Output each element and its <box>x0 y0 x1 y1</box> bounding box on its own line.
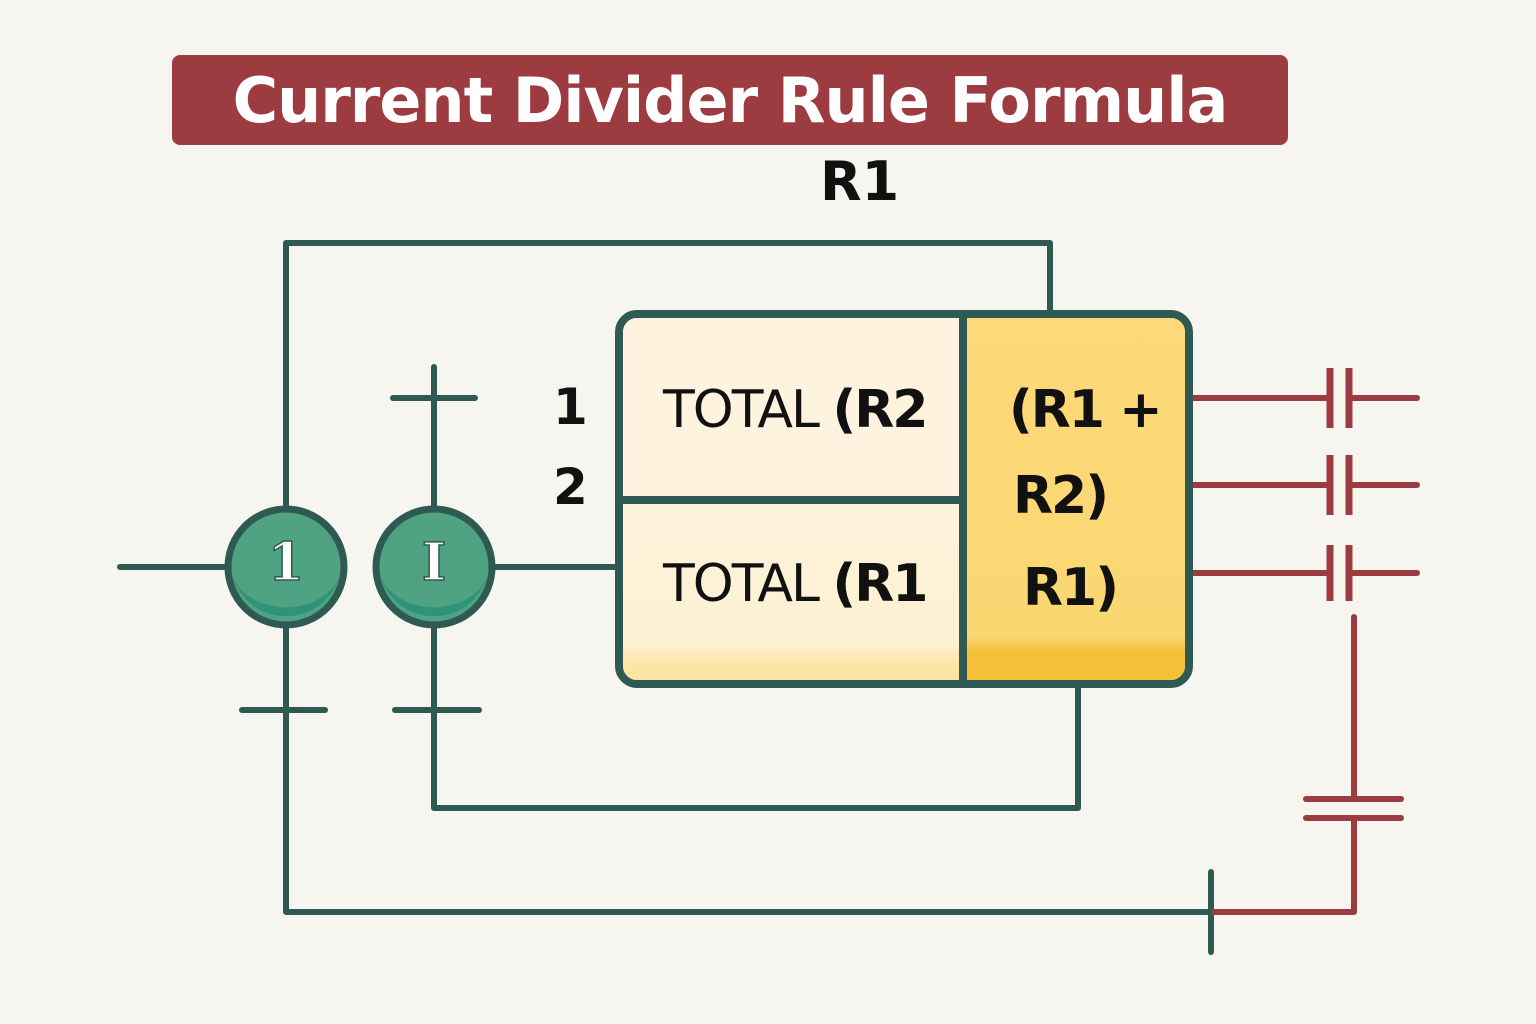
formula-right-line-3: R1) <box>1023 558 1119 618</box>
wire-top-loop <box>283 240 1053 508</box>
formula-row-2: TOTAL (R1 <box>663 554 929 614</box>
wire-bottom-outer <box>283 624 1213 915</box>
diagram-title: Current Divider Rule Formula <box>232 63 1229 137</box>
side-number-1: 1 <box>553 378 588 436</box>
formula-right-line-2: R2) <box>1013 466 1109 526</box>
wire-bottom-inner <box>431 624 1081 811</box>
formula-row-2-term: R1 <box>854 554 928 614</box>
wire-cap4-bottom <box>1211 817 1357 915</box>
formula-row-1: TOTAL (R2 <box>663 380 929 440</box>
meter-2-label: I <box>421 531 447 594</box>
formula-row-2-prefix: TOTAL <box>663 554 820 614</box>
formula-cell-bottom: TOTAL (R1 <box>623 504 959 680</box>
formula-row-1-paren: ( <box>832 380 857 440</box>
ammeter-1 <box>224 505 348 629</box>
formula-cell-right: (R1 + R2) R1) <box>967 318 1185 680</box>
formula-row-2-paren: ( <box>832 554 857 614</box>
meter-1-label: 1 <box>267 531 305 594</box>
formula-right-line-1: (R1 + <box>1009 380 1163 440</box>
resistor-label-r1: R1 <box>820 150 900 213</box>
side-number-2: 2 <box>553 458 588 516</box>
title-banner: Current Divider Rule Formula <box>172 55 1288 145</box>
formula-row-1-prefix: TOTAL <box>663 380 820 440</box>
formula-cell-top: TOTAL (R2 <box>623 318 959 496</box>
formula-row-1-term: R2 <box>854 380 928 440</box>
ammeter-2 <box>372 505 496 629</box>
formula-divider-vertical <box>959 318 967 680</box>
formula-box: TOTAL (R2 TOTAL (R1 (R1 + R2) R1) <box>615 310 1193 688</box>
formula-divider-horizontal <box>623 496 959 504</box>
